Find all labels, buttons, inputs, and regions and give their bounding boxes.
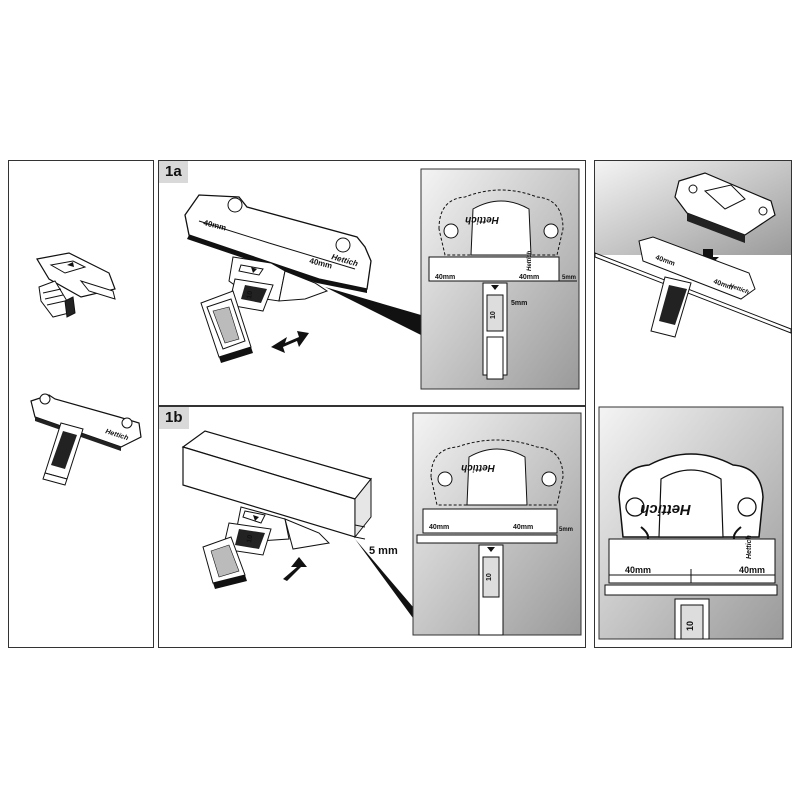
step-1b-label: 1b: [159, 407, 189, 429]
step-1a-label: 1a: [159, 161, 188, 183]
svg-text:10: 10: [486, 573, 493, 581]
svg-text:40mm: 40mm: [513, 524, 533, 531]
step-2-assembly: 40mm 40mm Hettich: [594, 161, 792, 338]
svg-text:10: 10: [490, 311, 497, 319]
svg-text:Hettich: Hettich: [461, 462, 495, 473]
zoom-inset-1a: Hettich 40mm 40mm Hettich 5mm 10 5mm: [420, 168, 580, 390]
svg-text:Hettich: Hettich: [465, 214, 499, 225]
overview-jig-extended: Hettich: [30, 393, 142, 486]
svg-text:5mm: 5mm: [559, 527, 573, 533]
svg-text:10: 10: [246, 534, 254, 543]
svg-text:5 mm: 5 mm: [369, 545, 398, 557]
step-1a-panel: 1a 40mm 40mm Hettich 10: [158, 160, 586, 406]
overview-panel: Hettich: [8, 160, 154, 648]
svg-text:40mm: 40mm: [739, 565, 765, 575]
zoom-inset-2: Hettich Hettich 40mm 40mm 10: [598, 406, 784, 640]
svg-text:40mm: 40mm: [429, 524, 449, 531]
jig-1b-perspective: 10 5 mm: [181, 430, 421, 629]
jig-1a-perspective: 40mm 40mm Hettich 10: [184, 194, 421, 363]
svg-text:Hettich: Hettich: [746, 535, 753, 559]
step-1b-panel: 1b 10 5 mm: [158, 406, 586, 648]
svg-text:5mm: 5mm: [511, 300, 527, 307]
svg-text:Hettich: Hettich: [527, 250, 533, 271]
svg-text:Hettich: Hettich: [640, 501, 691, 518]
svg-text:5mm: 5mm: [562, 275, 576, 281]
svg-text:40mm: 40mm: [435, 274, 455, 281]
svg-text:40mm: 40mm: [519, 274, 539, 281]
svg-text:10: 10: [246, 290, 254, 299]
svg-text:10: 10: [685, 621, 695, 631]
step-2-panel: 2 40mm 40mm Hettich: [594, 160, 792, 648]
svg-text:40mm: 40mm: [625, 565, 651, 575]
zoom-inset-1b: Hettich 40mm 40mm 5mm 10: [412, 412, 582, 636]
overview-jig-collapsed: [36, 252, 116, 318]
